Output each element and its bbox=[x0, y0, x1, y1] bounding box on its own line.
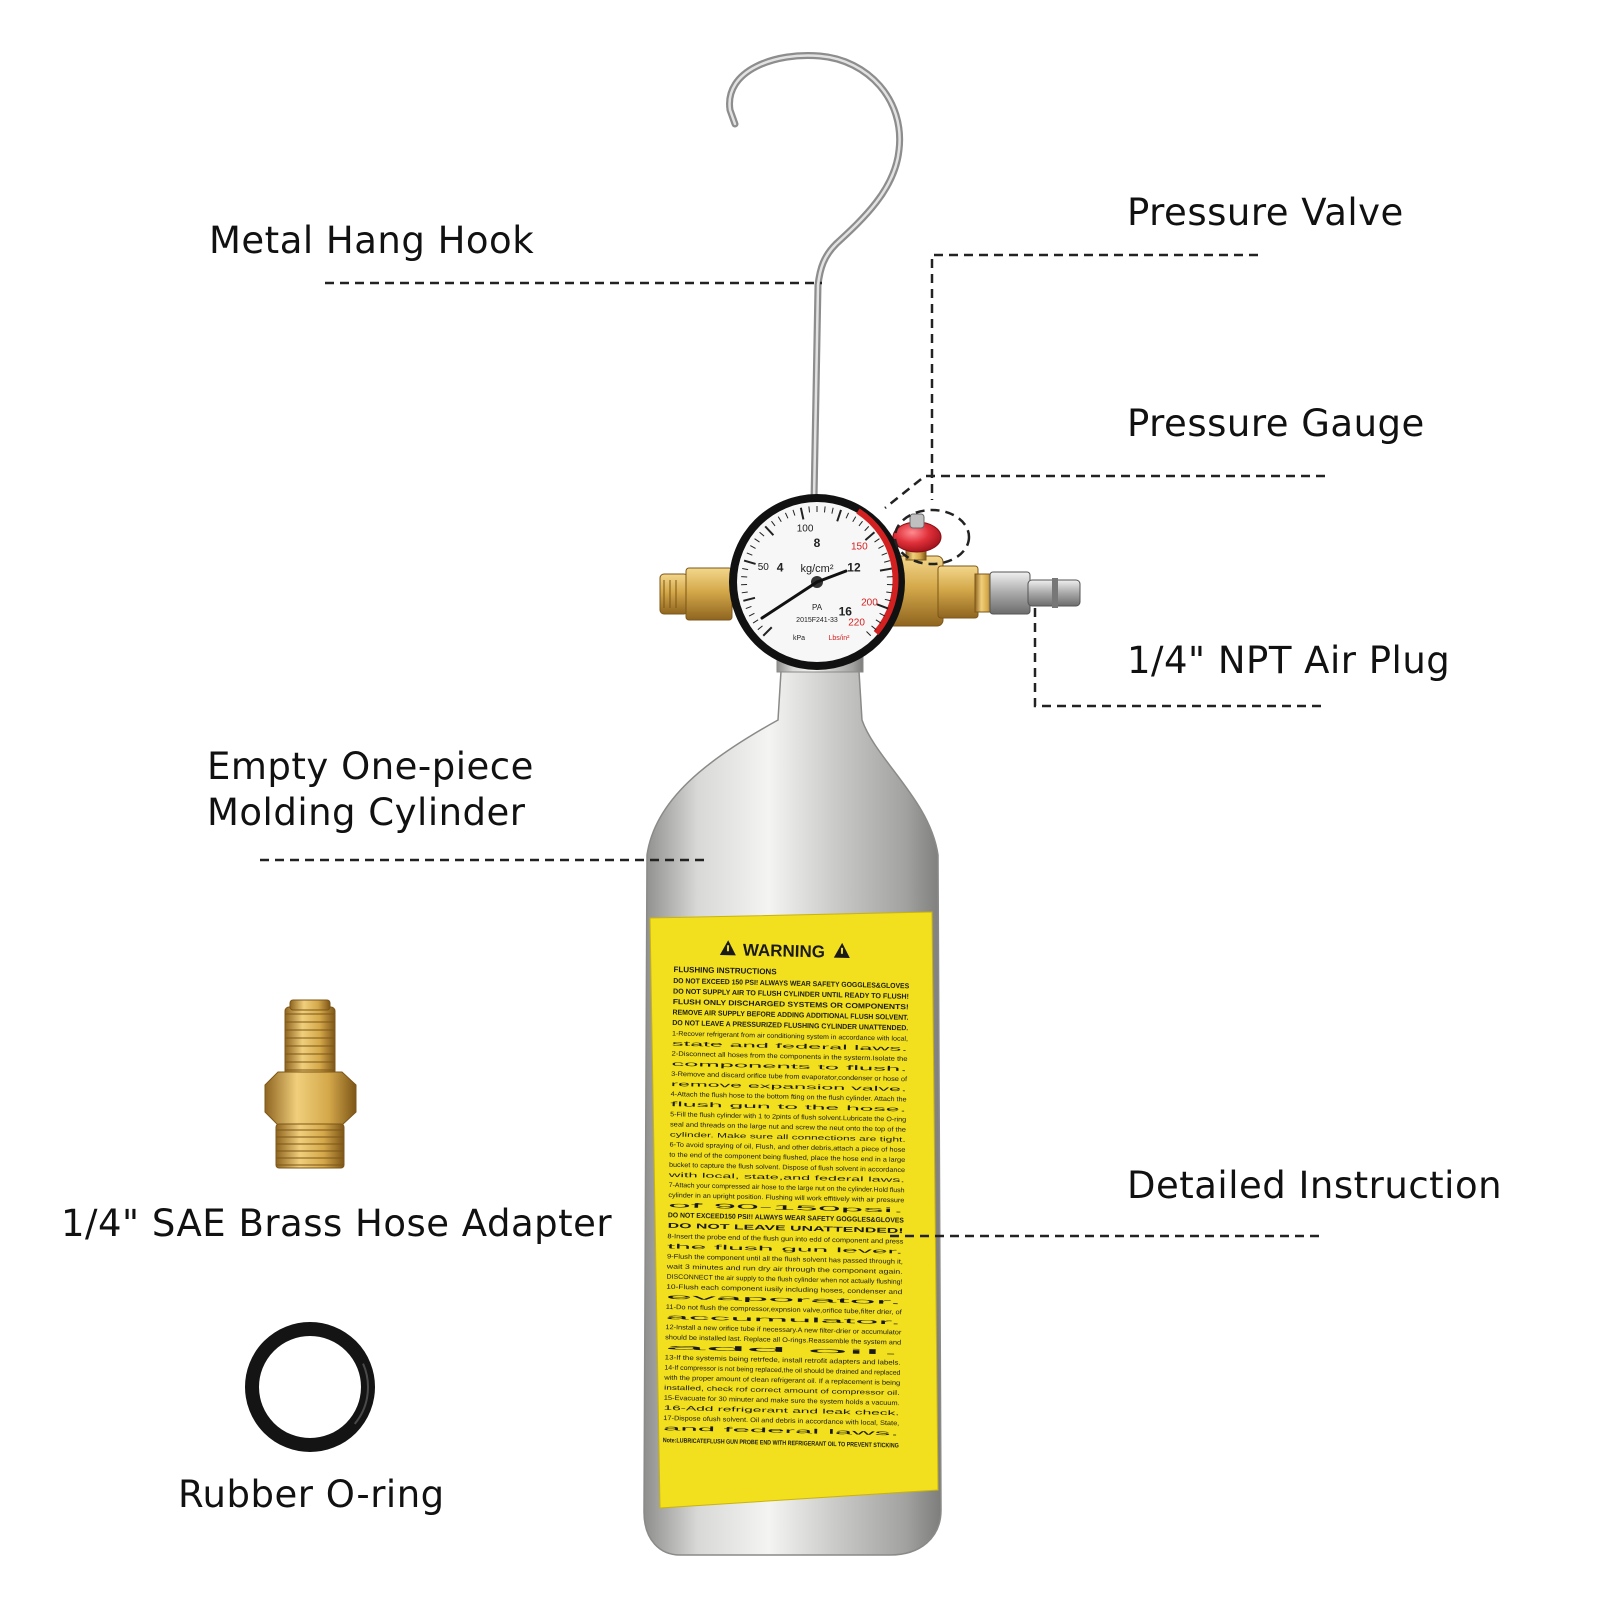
gauge-inner-number: 16 bbox=[839, 604, 853, 618]
gauge-unit-kpa: kPa bbox=[793, 635, 805, 642]
gauge-tick bbox=[871, 625, 877, 631]
gauge-tick bbox=[792, 509, 796, 516]
gauge-tick bbox=[878, 545, 884, 549]
air-plug bbox=[989, 571, 1081, 615]
gauge-inner-number: 4 bbox=[777, 561, 784, 575]
gauge-outer-number: 50 bbox=[758, 562, 770, 573]
label-pressure-valve: Pressure Valve bbox=[1127, 191, 1404, 234]
warning-heading: FLUSHING INSTRUCTIONS bbox=[673, 965, 777, 976]
gauge-tick bbox=[836, 509, 842, 522]
gauge-tick bbox=[771, 520, 776, 527]
gauge-tick bbox=[875, 619, 882, 624]
gauge-needle bbox=[760, 580, 819, 620]
left-brass-fitting bbox=[659, 567, 733, 621]
gauge-tick bbox=[874, 538, 880, 543]
gauge-tick bbox=[845, 512, 850, 519]
gauge-tick bbox=[881, 552, 888, 556]
gauge-tick bbox=[879, 567, 892, 572]
gauge-tick bbox=[799, 507, 805, 520]
label-rubber-o-ring: Rubber O-ring bbox=[178, 1473, 445, 1516]
pressure-valve-knob bbox=[892, 513, 942, 553]
label-cylinder: Empty One-piece Molding Cylinder bbox=[207, 745, 534, 834]
label-metal-hang-hook: Metal Hang Hook bbox=[209, 219, 535, 262]
gauge-tick bbox=[784, 512, 789, 519]
gauge-tick bbox=[858, 520, 863, 527]
pressure-gauge: 50 100 150 200 220 4 8 12 16 kg/cm² PA 2015F241-33 k… bbox=[729, 494, 905, 670]
gauge-tick bbox=[852, 516, 857, 523]
label-detailed-instruction: Detailed Instruction bbox=[1127, 1164, 1503, 1207]
gauge-tick bbox=[777, 516, 782, 523]
gauge-units: kg/cm² bbox=[801, 563, 834, 575]
valve-highlight-circle bbox=[893, 508, 971, 566]
brass-hose-adapter bbox=[264, 999, 357, 1169]
gauge-tick bbox=[752, 619, 759, 624]
gauge-tick bbox=[748, 612, 755, 617]
gauge-outer-number: 220 bbox=[848, 618, 865, 629]
gauge-tick bbox=[823, 506, 826, 513]
gauge-tick bbox=[743, 559, 756, 565]
gauge-tick bbox=[864, 526, 870, 532]
gauge-code: 2015F241-33 bbox=[796, 617, 838, 624]
gauge-tick bbox=[757, 625, 763, 631]
gauge-inner-number: 8 bbox=[814, 536, 821, 550]
gauge-tick bbox=[743, 596, 756, 602]
warning-title: WARNING bbox=[743, 941, 826, 962]
gauge-tick bbox=[808, 506, 811, 513]
gauge-tick bbox=[762, 626, 773, 637]
warning-triangle-right-icon bbox=[833, 942, 850, 958]
label-air-plug: 1/4" NPT Air Plug bbox=[1127, 639, 1451, 682]
gauge-tick bbox=[764, 525, 775, 536]
gauge-tick bbox=[831, 507, 834, 514]
gauge-tick bbox=[884, 598, 891, 602]
label-pressure-gauge: Pressure Gauge bbox=[1127, 402, 1425, 445]
gauge-outer-number: 200 bbox=[861, 598, 878, 609]
gauge-tick bbox=[879, 612, 886, 617]
gauge-tick bbox=[745, 605, 752, 610]
gauge-tick bbox=[741, 591, 748, 594]
gauge-tick bbox=[742, 568, 749, 571]
gauge-tick bbox=[886, 591, 893, 594]
gauge-tick bbox=[750, 545, 756, 549]
label-brass-hose-adapter: 1/4" SAE Brass Hose Adapter bbox=[61, 1202, 613, 1245]
gauge-tick bbox=[876, 603, 889, 610]
gauge-tick bbox=[864, 531, 876, 541]
gauge-outer-number: 100 bbox=[797, 523, 814, 534]
leader-lines bbox=[260, 253, 1325, 1238]
gauge-inner-number: 12 bbox=[847, 561, 861, 575]
rubber-o-ring bbox=[245, 1322, 375, 1452]
gauge-tick bbox=[884, 560, 891, 563]
gauge-brand: PA bbox=[812, 603, 823, 612]
gauge-tick bbox=[754, 538, 760, 543]
gauge-unit-lbs: Lbs/in² bbox=[828, 635, 850, 642]
leader-air-plug bbox=[1033, 608, 1325, 708]
warning-triangle-left-icon bbox=[719, 940, 736, 956]
gauge-tick bbox=[866, 631, 872, 637]
gauge-tick bbox=[759, 531, 765, 537]
gauge-outer-number: 150 bbox=[851, 541, 868, 552]
leader-valve bbox=[930, 253, 1258, 500]
gauge-tick bbox=[746, 552, 753, 556]
warning-label bbox=[649, 911, 939, 1509]
leader-gauge bbox=[884, 474, 1325, 509]
